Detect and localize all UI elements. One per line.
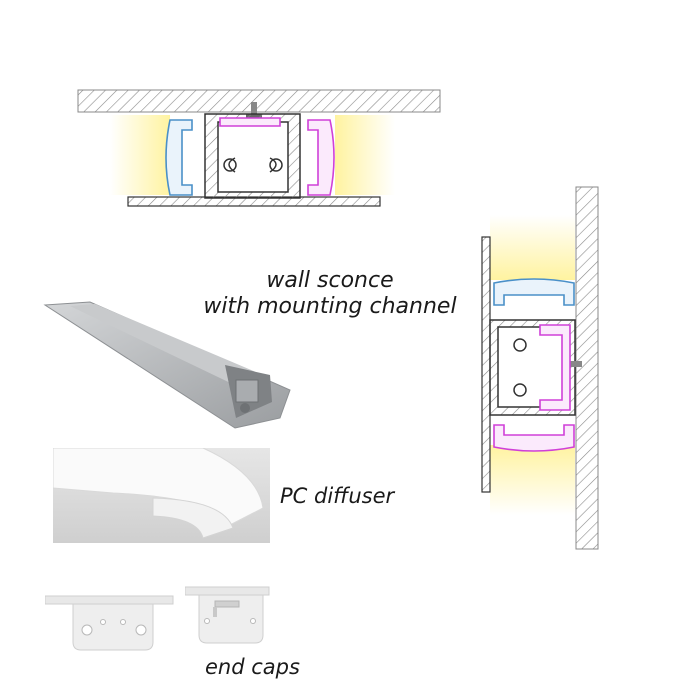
end-cap-right [185,586,270,644]
magenta-diffuser-right [307,119,335,196]
blue-diffuser-shape [165,119,193,196]
wall-sconce-label-line2: with mounting channel [203,294,457,319]
end-caps-label: end caps [205,655,300,679]
end-cap-left [45,595,174,651]
wall-magenta-diffuser-mid [539,324,571,411]
pc-diffuser-render [53,448,270,543]
wall-magenta-diffuser-bottom [493,424,575,452]
aluminium-profile [204,113,301,199]
back-plate [481,236,491,493]
light-glow-left [110,115,170,195]
wall-hatch [575,186,599,550]
light-glow-right [335,115,395,195]
wall-sconce-label: wall sconce with mounting channel [190,268,470,320]
wall-blue-diffuser [493,278,575,306]
light-glow-up [490,215,575,280]
wall-sconce-label-line1: wall sconce [266,268,394,293]
magenta-diffuser-top [219,117,281,127]
pc-diffuser-label: PC diffuser [280,484,395,508]
aluminium-profile-render [43,301,291,429]
light-glow-down [490,445,575,515]
wall-section-diagram [481,186,599,550]
wall-aluminium-profile [489,319,576,416]
ceiling-section-diagram [77,89,441,207]
ceiling-hatch [77,89,441,113]
